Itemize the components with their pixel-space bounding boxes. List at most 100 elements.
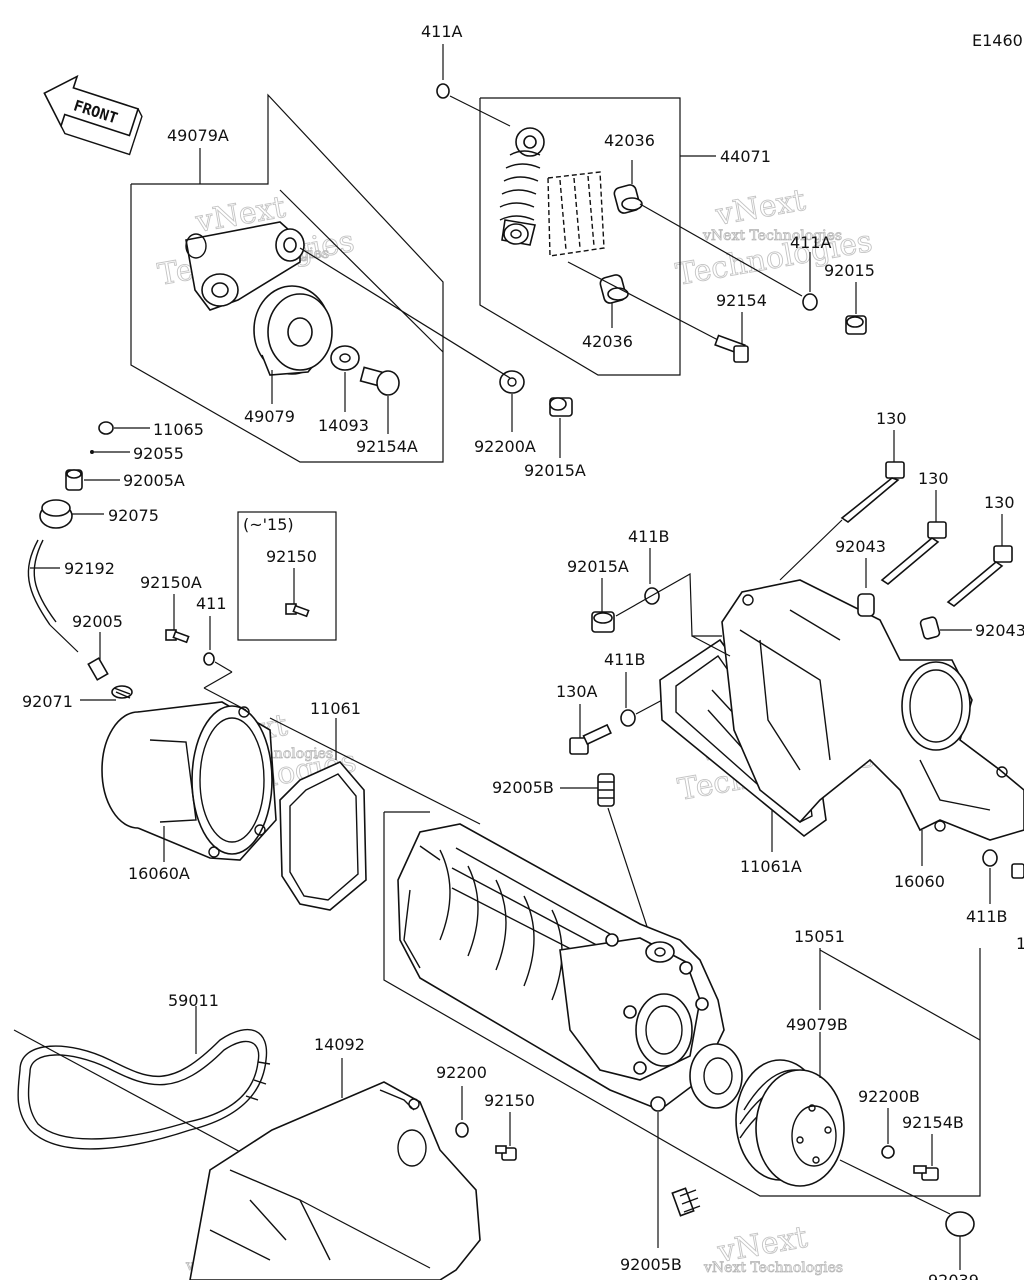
label-411B-top: 411B bbox=[628, 527, 670, 546]
washer-92200A bbox=[499, 370, 525, 394]
label-11061: 11061 bbox=[310, 699, 361, 718]
group-44071-outline bbox=[479, 97, 681, 376]
intake-manifold-16060 bbox=[721, 579, 1024, 841]
label-92192: 92192 bbox=[64, 559, 115, 578]
label-11065: 11065 bbox=[153, 420, 204, 439]
label-92071: 92071 bbox=[22, 692, 73, 711]
gasket-11061 bbox=[279, 761, 367, 911]
washer-92200 bbox=[455, 1122, 469, 1138]
label-42036-top: 42036 bbox=[604, 131, 655, 150]
bolt-92154A bbox=[359, 366, 400, 396]
label-92005B-bottom: 92005B bbox=[620, 1255, 682, 1274]
grommet-92075 bbox=[39, 499, 73, 529]
label-92055: 92055 bbox=[133, 444, 184, 463]
bushing-42036-top bbox=[613, 184, 643, 214]
pulley-49079 bbox=[253, 285, 333, 376]
shock-absorber bbox=[499, 127, 605, 257]
nut-92015A-mid bbox=[591, 611, 615, 633]
label-49079: 49079 bbox=[244, 407, 295, 426]
washer-411 bbox=[203, 652, 215, 666]
label-130A: 130A bbox=[556, 682, 598, 701]
label-130-edge: 1 bbox=[1016, 934, 1024, 953]
bolt-130-c bbox=[946, 545, 1013, 607]
label-92039: 92039 bbox=[928, 1271, 979, 1280]
label-42036-bottom: 42036 bbox=[582, 332, 633, 351]
label-14093: 14093 bbox=[318, 416, 369, 435]
svg-text:vNext Technologies: vNext Technologies bbox=[703, 1260, 843, 1276]
label-130-c: 130 bbox=[984, 493, 1015, 512]
label-130-a: 130 bbox=[876, 409, 907, 428]
washer-411A-top bbox=[436, 83, 450, 99]
intake-duct-16060A bbox=[101, 701, 277, 861]
bolt-130A bbox=[569, 723, 612, 755]
label-92015A-top: 92015A bbox=[524, 461, 586, 480]
label-92200A: 92200A bbox=[474, 437, 536, 456]
label-92015: 92015 bbox=[824, 261, 875, 280]
label-14092: 14092 bbox=[314, 1035, 365, 1054]
label-92150: 92150 bbox=[484, 1091, 535, 1110]
washer-411B-bottom bbox=[982, 849, 998, 867]
label-130-b: 130 bbox=[918, 469, 949, 488]
collar-92043-a bbox=[857, 593, 875, 617]
label-59011: 59011 bbox=[168, 991, 219, 1010]
pulley-49079B bbox=[735, 1059, 845, 1187]
label-92043-b: 92043 bbox=[975, 621, 1024, 640]
washer-411A-right bbox=[802, 293, 818, 311]
variant-box bbox=[237, 511, 337, 641]
bolt-92150A bbox=[165, 629, 190, 644]
nut-92015 bbox=[845, 315, 867, 335]
label-92154B: 92154B bbox=[902, 1113, 964, 1132]
label-92015A-mid: 92015A bbox=[567, 557, 629, 576]
label-411: 411 bbox=[196, 594, 227, 613]
label-16060A: 16060A bbox=[128, 864, 190, 883]
label-11061A: 11061A bbox=[740, 857, 802, 876]
bolt-92150 bbox=[495, 1145, 517, 1161]
label-411A-top: 411A bbox=[421, 22, 463, 41]
label-92005B-top: 92005B bbox=[492, 778, 554, 797]
label-92200: 92200 bbox=[436, 1063, 487, 1082]
nut-92015A bbox=[549, 397, 573, 417]
label-44071: 44071 bbox=[720, 147, 771, 166]
watermark-6: vNext vNext Technologies bbox=[703, 1219, 844, 1276]
fitting-92005A bbox=[65, 469, 83, 491]
svg-text:vNext: vNext bbox=[712, 183, 808, 233]
fitting-92005B-bottom bbox=[671, 1187, 701, 1217]
label-411A-right: 411A bbox=[790, 233, 832, 252]
washer-411B-mid bbox=[620, 709, 636, 727]
label-49079A: 49079A bbox=[167, 126, 229, 145]
group-15051-outline bbox=[383, 812, 981, 1197]
bolt-92150-box bbox=[285, 603, 310, 618]
label-92150-box: 92150 bbox=[266, 547, 317, 566]
washer-92200B bbox=[881, 1145, 895, 1159]
fitting-92005B-top bbox=[597, 773, 615, 807]
bushing-42036-bottom bbox=[599, 274, 629, 304]
label-49079B: 49079B bbox=[786, 1015, 848, 1034]
front-arrow-icon: FRONT bbox=[43, 74, 143, 156]
bolt-130-a bbox=[840, 461, 905, 523]
label-92150A: 92150A bbox=[140, 573, 202, 592]
washer-14093 bbox=[330, 345, 360, 371]
variant-note: (~'15) bbox=[243, 515, 294, 534]
plug-92039 bbox=[945, 1211, 975, 1237]
belt-59011 bbox=[17, 1029, 271, 1150]
fitting-92005 bbox=[87, 657, 109, 681]
clamp-92071 bbox=[111, 685, 133, 699]
label-92043-a: 92043 bbox=[835, 537, 886, 556]
diagram-code: E1460 bbox=[972, 31, 1023, 50]
bolt-edge-right bbox=[1011, 863, 1024, 879]
clip-92055 bbox=[90, 450, 94, 454]
bolt-130-b bbox=[880, 521, 947, 585]
label-92154: 92154 bbox=[716, 291, 767, 310]
label-92075: 92075 bbox=[108, 506, 159, 525]
label-92005: 92005 bbox=[72, 612, 123, 631]
bolt-92154B bbox=[913, 1165, 939, 1181]
hose-92192 bbox=[27, 539, 51, 626]
cap-11065 bbox=[98, 421, 114, 435]
label-92005A: 92005A bbox=[123, 471, 185, 490]
label-411B-bottom: 411B bbox=[966, 907, 1008, 926]
label-92154A: 92154A bbox=[356, 437, 418, 456]
cover-14092 bbox=[189, 1081, 481, 1280]
group-49079A-outline bbox=[130, 93, 444, 463]
idler-bracket bbox=[185, 221, 305, 311]
